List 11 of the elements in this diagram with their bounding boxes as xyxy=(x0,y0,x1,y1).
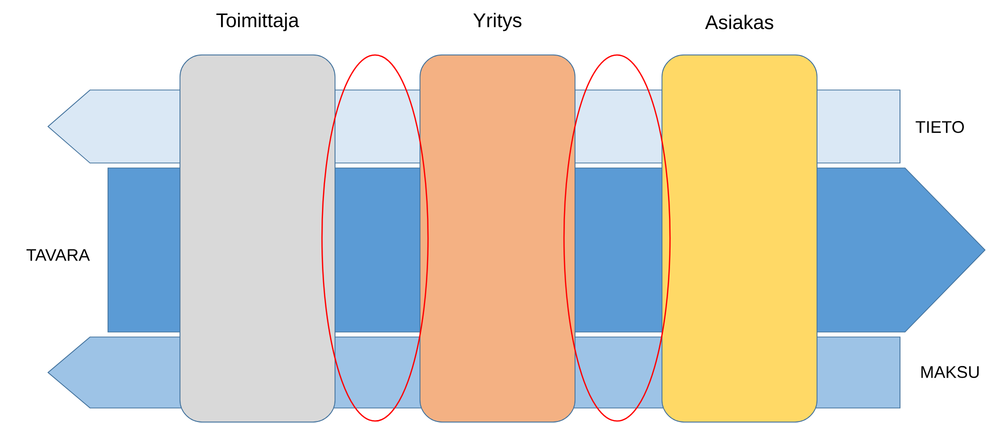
band-label: TIETO xyxy=(916,121,964,133)
highlight-ellipse xyxy=(321,54,429,422)
node-label: Toimittaja xyxy=(216,12,300,32)
band-label: MAKSU xyxy=(921,366,979,378)
stage-box: Yritys xyxy=(420,12,576,422)
band-label: TAVARA xyxy=(26,249,90,261)
highlight-ellipse xyxy=(563,54,671,422)
node-label: Asiakas xyxy=(705,14,774,30)
stage-box: Asiakas xyxy=(662,14,818,422)
node-label: Yritys xyxy=(473,12,522,32)
stage-box: Toimittaja xyxy=(180,12,336,422)
